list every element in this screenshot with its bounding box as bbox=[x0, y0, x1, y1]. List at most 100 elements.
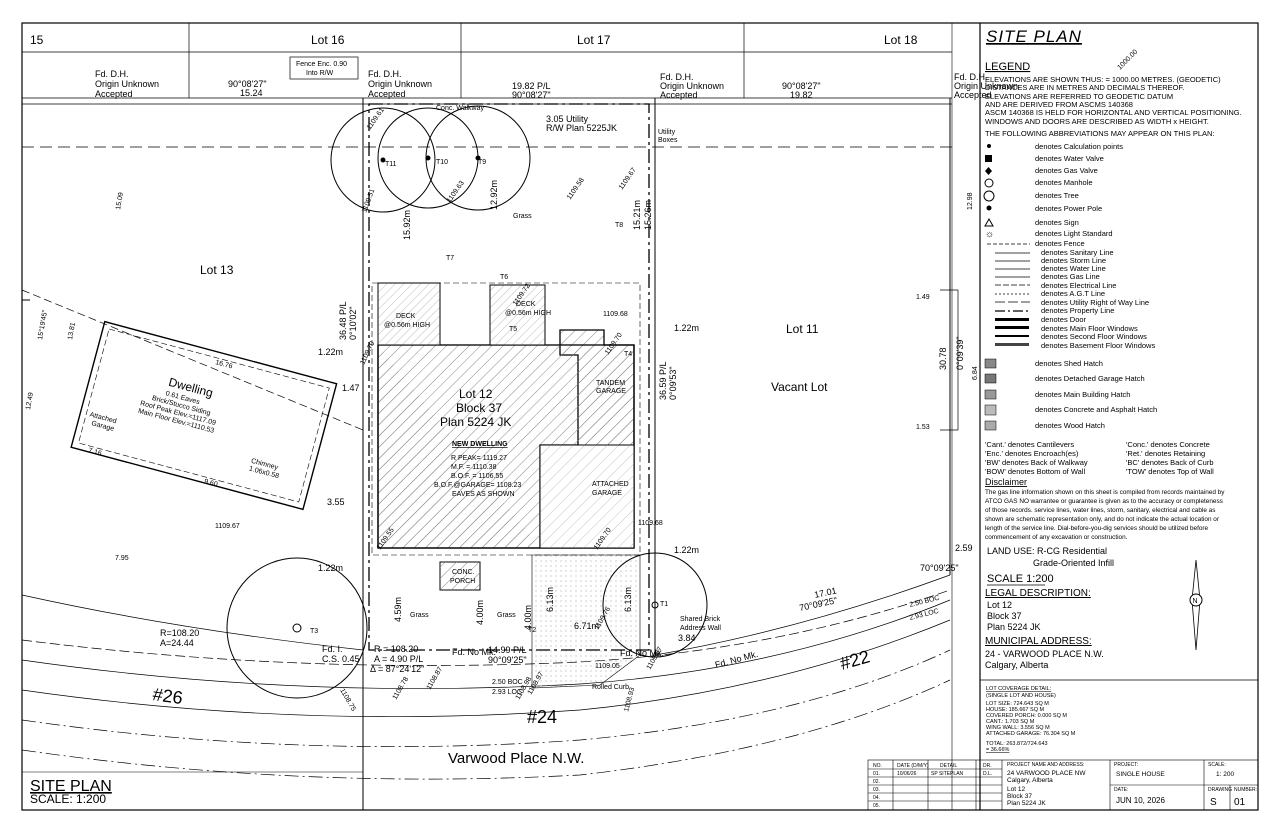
svg-text:Origin Unknown: Origin Unknown bbox=[95, 79, 159, 89]
disclaimer-text: The gas line information shown on this s… bbox=[985, 489, 1225, 541]
svg-text:denotes Main Floor Windows: denotes Main Floor Windows bbox=[1041, 324, 1138, 333]
svg-text:denotes Storm Line: denotes Storm Line bbox=[1041, 256, 1106, 265]
svg-text:Grass: Grass bbox=[410, 612, 429, 619]
svg-text:05.: 05. bbox=[873, 803, 880, 809]
svg-text:T1: T1 bbox=[660, 601, 668, 608]
lot-13-label: Lot 13 bbox=[200, 263, 234, 277]
svg-text:36.59 P/L: 36.59 P/L bbox=[658, 361, 668, 400]
svg-text:DATE:: DATE: bbox=[1114, 787, 1128, 793]
neighbour-bearing: 15°19'45" bbox=[36, 309, 49, 340]
svg-text:CONC.: CONC. bbox=[452, 569, 475, 576]
svg-text:'TOW' denotes Top of Wall: 'TOW' denotes Top of Wall bbox=[1126, 467, 1214, 476]
svg-text:ELEVATIONS ARE SHOWN THUS:: ELEVATIONS ARE SHOWN THUS: = 1000.00 MET… bbox=[985, 75, 1221, 84]
svg-text:12.92m: 12.92m bbox=[489, 180, 499, 210]
svg-text:30.78: 30.78 bbox=[938, 347, 948, 370]
svg-text:3.05 Utility: 3.05 Utility bbox=[546, 114, 589, 124]
svg-text:1108.75: 1108.75 bbox=[338, 688, 357, 713]
svg-text:T10: T10 bbox=[436, 159, 448, 166]
svg-text:denotes Water Line: denotes Water Line bbox=[1041, 264, 1106, 273]
svg-text:19.82 P/L: 19.82 P/L bbox=[512, 81, 551, 91]
svg-text:1: 200: 1: 200 bbox=[1216, 771, 1234, 778]
svg-text:'Conc.' denotes Concrete: 'Conc.' denotes Concrete bbox=[1126, 440, 1210, 449]
svg-text:R=108.20: R=108.20 bbox=[160, 628, 199, 638]
house-number-26: #26 bbox=[151, 684, 184, 708]
svg-text:commencement of any excavation: commencement of any excavation or constr… bbox=[985, 534, 1128, 541]
svg-text:4.00m: 4.00m bbox=[523, 605, 533, 630]
svg-text:3.84: 3.84 bbox=[678, 633, 696, 643]
title-block bbox=[867, 759, 1259, 811]
svg-text:denotes Second Floor Windows: denotes Second Floor Windows bbox=[1041, 332, 1147, 341]
svg-text:EAVES AS SHOWN: EAVES AS SHOWN bbox=[452, 491, 515, 498]
svg-text:0°09'39": 0°09'39" bbox=[955, 336, 965, 370]
svg-text:Origin Unknown: Origin Unknown bbox=[954, 81, 1018, 91]
svg-text:B.O.F. = 1106.55: B.O.F. = 1106.55 bbox=[451, 473, 503, 480]
svg-text:1.22m: 1.22m bbox=[674, 545, 699, 555]
svg-text:'Ret.' denotes Retaining: 'Ret.' denotes Retaining bbox=[1126, 449, 1205, 458]
svg-text:Fd. No Mk.: Fd. No Mk. bbox=[452, 647, 496, 657]
legal-plan: Plan 5224 JK bbox=[987, 622, 1041, 632]
lot-11-label: Lot 11 bbox=[786, 322, 819, 336]
svg-text:1.22m: 1.22m bbox=[318, 563, 343, 573]
svg-text:denotes Tree: denotes Tree bbox=[1035, 191, 1079, 200]
svg-text:24 VARWOOD PLACE NW: 24 VARWOOD PLACE NW bbox=[1007, 770, 1086, 777]
svg-text:GARAGE: GARAGE bbox=[596, 388, 626, 395]
svg-text:denotes Power Pole: denotes Power Pole bbox=[1035, 204, 1102, 213]
svg-text:denotes A.G.T Line: denotes A.G.T Line bbox=[1041, 289, 1105, 298]
manhole-icon bbox=[984, 178, 994, 188]
lot-coverage: LOT COVERAGE DETAIL: (SINGLE LOT AND HOU… bbox=[986, 686, 1076, 753]
svg-text:1109.58: 1109.58 bbox=[566, 177, 586, 201]
water-valve-icon bbox=[985, 155, 992, 162]
svg-text:@0.56m HIGH: @0.56m HIGH bbox=[505, 310, 551, 317]
svg-text:1.53: 1.53 bbox=[916, 424, 930, 431]
svg-text:9.60: 9.60 bbox=[203, 478, 218, 488]
svg-text:B.O.F.@GARAGE= 1108.23: B.O.F.@GARAGE= 1108.23 bbox=[434, 482, 521, 489]
svg-text:T11: T11 bbox=[385, 161, 397, 168]
vacant-lot-label: Vacant Lot bbox=[771, 380, 828, 394]
door-icon bbox=[995, 318, 1029, 321]
svg-text:NUMBER:: NUMBER: bbox=[1234, 787, 1257, 793]
svg-text:T7: T7 bbox=[446, 255, 454, 262]
svg-text:6.13m: 6.13m bbox=[545, 587, 555, 612]
svg-text:Fd. D.H.: Fd. D.H. bbox=[368, 69, 402, 79]
svg-text:denotes Light Standard: denotes Light Standard bbox=[1035, 229, 1113, 238]
main-floor-window-icon bbox=[995, 326, 1029, 329]
legend-notes: ELEVATIONS ARE SHOWN THUS: = 1000.00 MET… bbox=[985, 75, 1242, 138]
svg-text:Grass: Grass bbox=[497, 612, 516, 619]
svg-text:Accepted: Accepted bbox=[660, 90, 698, 100]
house-number-24: #24 bbox=[527, 707, 557, 727]
svg-text:2.50 BOC: 2.50 BOC bbox=[492, 679, 523, 686]
svg-text:PROJECT:: PROJECT: bbox=[1114, 762, 1138, 768]
svg-text:Fd. D.H.: Fd. D.H. bbox=[95, 69, 129, 79]
svg-text:Conc. Walkway: Conc. Walkway bbox=[436, 105, 484, 112]
svg-text:denotes Property Line: denotes Property Line bbox=[1041, 306, 1114, 315]
svg-text:DRAWING: DRAWING bbox=[1208, 787, 1232, 793]
svg-text:PORCH: PORCH bbox=[450, 578, 475, 585]
lot-labels: 15 Lot 16 Lot 17 Lot 18 Lot 13 Lot 11 Va… bbox=[30, 33, 918, 429]
svg-text:@0.56m HIGH: @0.56m HIGH bbox=[384, 322, 430, 329]
svg-text:16.76: 16.76 bbox=[214, 359, 233, 370]
tree-icon bbox=[983, 190, 995, 202]
info-panel: SITE PLAN LEGEND 1000.00 ELEVATIONS ARE … bbox=[980, 27, 1258, 753]
svg-text:Calgary, Alberta: Calgary, Alberta bbox=[1007, 777, 1053, 784]
svg-text:1109.68: 1109.68 bbox=[638, 520, 663, 527]
svg-text:2.50 BOC: 2.50 BOC bbox=[909, 595, 941, 609]
svg-text:LOT COVERAGE DETAIL:: LOT COVERAGE DETAIL: bbox=[986, 686, 1052, 692]
lot-18-label: Lot 18 bbox=[884, 33, 918, 47]
svg-text:denotes Concrete and Asphalt H: denotes Concrete and Asphalt Hatch bbox=[1035, 405, 1157, 414]
svg-text:Rolled Curb: Rolled Curb bbox=[592, 684, 629, 691]
svg-text:1.47: 1.47 bbox=[342, 383, 360, 393]
neighbour-depth: 12.49 bbox=[25, 392, 35, 411]
svg-text:Into R/W: Into R/W bbox=[306, 70, 334, 77]
basement-window-icon bbox=[995, 343, 1029, 346]
land-use-2: Grade-Oriented Infill bbox=[1033, 558, 1114, 568]
house-number-22: #22 bbox=[838, 646, 872, 674]
svg-text:15.92m: 15.92m bbox=[402, 210, 412, 240]
svg-text:Origin Unknown: Origin Unknown bbox=[368, 79, 432, 89]
svg-text:2.59: 2.59 bbox=[955, 543, 973, 553]
svg-text:length of the service line. Di: length of the service line. Dial-before-… bbox=[985, 525, 1209, 532]
svg-text:COVERED PORCH: 0.000 SQ M: COVERED PORCH: 0.000 SQ M bbox=[986, 713, 1067, 719]
svg-text:1109.51: 1109.51 bbox=[361, 188, 376, 214]
svg-text:90°08'27": 90°08'27" bbox=[512, 90, 551, 100]
svg-text:T6: T6 bbox=[500, 274, 508, 281]
svg-text:SP SITEPLAN: SP SITEPLAN bbox=[931, 771, 964, 777]
